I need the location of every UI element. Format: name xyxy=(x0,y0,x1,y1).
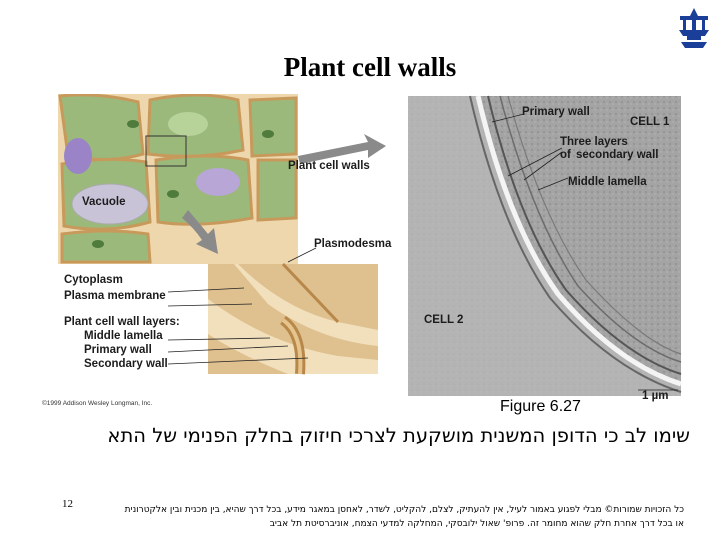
label-vacuole: Vacuole xyxy=(82,196,125,208)
label-plasma-membrane: Plasma membrane xyxy=(64,290,166,302)
label-cell-1: CELL 1 xyxy=(630,116,669,128)
hebrew-note: שימו לב כי הדופן המשנית מושקעת לצרכי חיז… xyxy=(30,424,690,447)
cell-drawing xyxy=(58,94,298,264)
label-cytoplasm: Cytoplasm xyxy=(64,274,123,286)
micrograph xyxy=(408,96,681,396)
label-wall-layers-heading: Plant cell wall layers: xyxy=(64,316,180,328)
label-three-layers: Three layers xyxy=(560,136,628,148)
copyright-line-1: כל הזכויות שמורות© מבלי לפגוע באמור לעיל… xyxy=(62,503,684,517)
copyright-notice: כל הזכויות שמורות© מבלי לפגוע באמור לעיל… xyxy=(62,503,684,531)
label-three-layers-of: of xyxy=(560,149,571,161)
label-plant-cell-walls: Plant cell walls xyxy=(288,160,370,172)
wall-inset xyxy=(208,264,378,374)
label-layer-middle-lamella: Middle lamella xyxy=(84,330,163,342)
slide-title: Plant cell walls xyxy=(0,52,720,83)
label-cell-2: CELL 2 xyxy=(424,314,463,326)
figure-caption: Figure 6.27 xyxy=(500,398,581,416)
label-secondary-wall-top: secondary wall xyxy=(576,149,658,161)
label-scale-bar: 1 µm xyxy=(642,390,668,402)
university-emblem-icon xyxy=(675,6,713,52)
figure-plant-cell-walls: Primary wall CELL 1 Three layers of seco… xyxy=(38,94,683,424)
label-credit: ©1999 Addison Wesley Longman, Inc. xyxy=(42,400,152,407)
label-layer-primary-wall: Primary wall xyxy=(84,344,152,356)
copyright-line-2: או בכל דרך אחרת חלק שהוא מחומר זה. פרופ'… xyxy=(62,517,684,531)
label-primary-wall: Primary wall xyxy=(522,106,590,118)
label-middle-lamella-micrograph: Middle lamella xyxy=(568,176,647,188)
label-layer-secondary-wall: Secondary wall xyxy=(84,358,168,370)
label-plasmodesma: Plasmodesma xyxy=(314,238,391,250)
